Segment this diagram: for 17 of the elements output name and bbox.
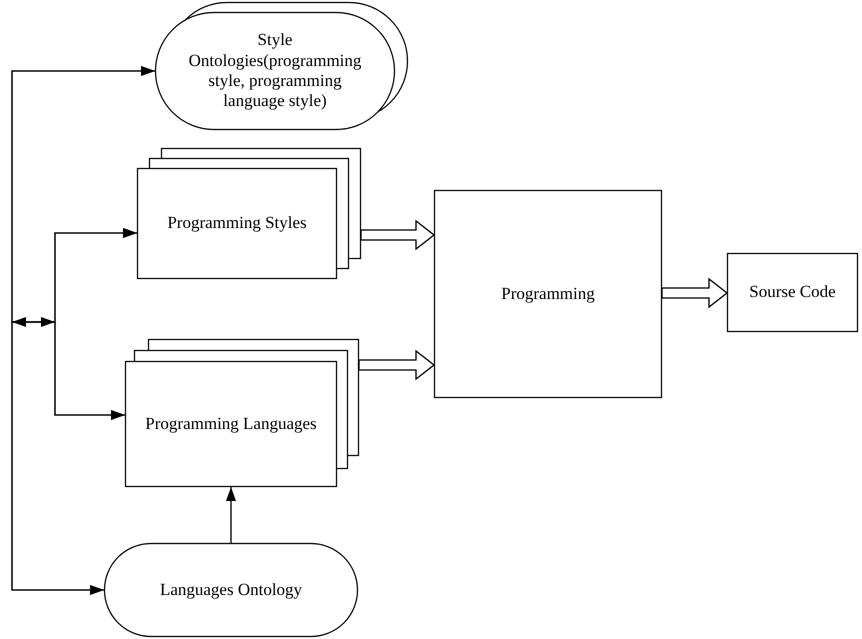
hollow-arrow xyxy=(360,220,436,250)
node-label: Programming Styles xyxy=(167,213,307,234)
node-label: Style Ontologies(programming style, programming language style) xyxy=(188,30,362,112)
hollow-arrow xyxy=(661,278,728,308)
double-arrow xyxy=(12,317,55,327)
node-label: Programming Languages xyxy=(145,414,317,434)
stacked-document-box xyxy=(125,339,359,487)
connector-arrow xyxy=(11,321,125,595)
node-label: Programming xyxy=(501,284,595,304)
process-box xyxy=(434,190,662,398)
stacked-document-box xyxy=(137,148,361,279)
node-label: Languages Ontology xyxy=(160,580,302,600)
output-box xyxy=(727,253,858,332)
stacked-ontology-shape xyxy=(155,2,411,130)
hollow-arrow xyxy=(358,350,436,380)
connector-arrow xyxy=(226,487,236,543)
node-label: Sourse Code xyxy=(749,282,836,303)
